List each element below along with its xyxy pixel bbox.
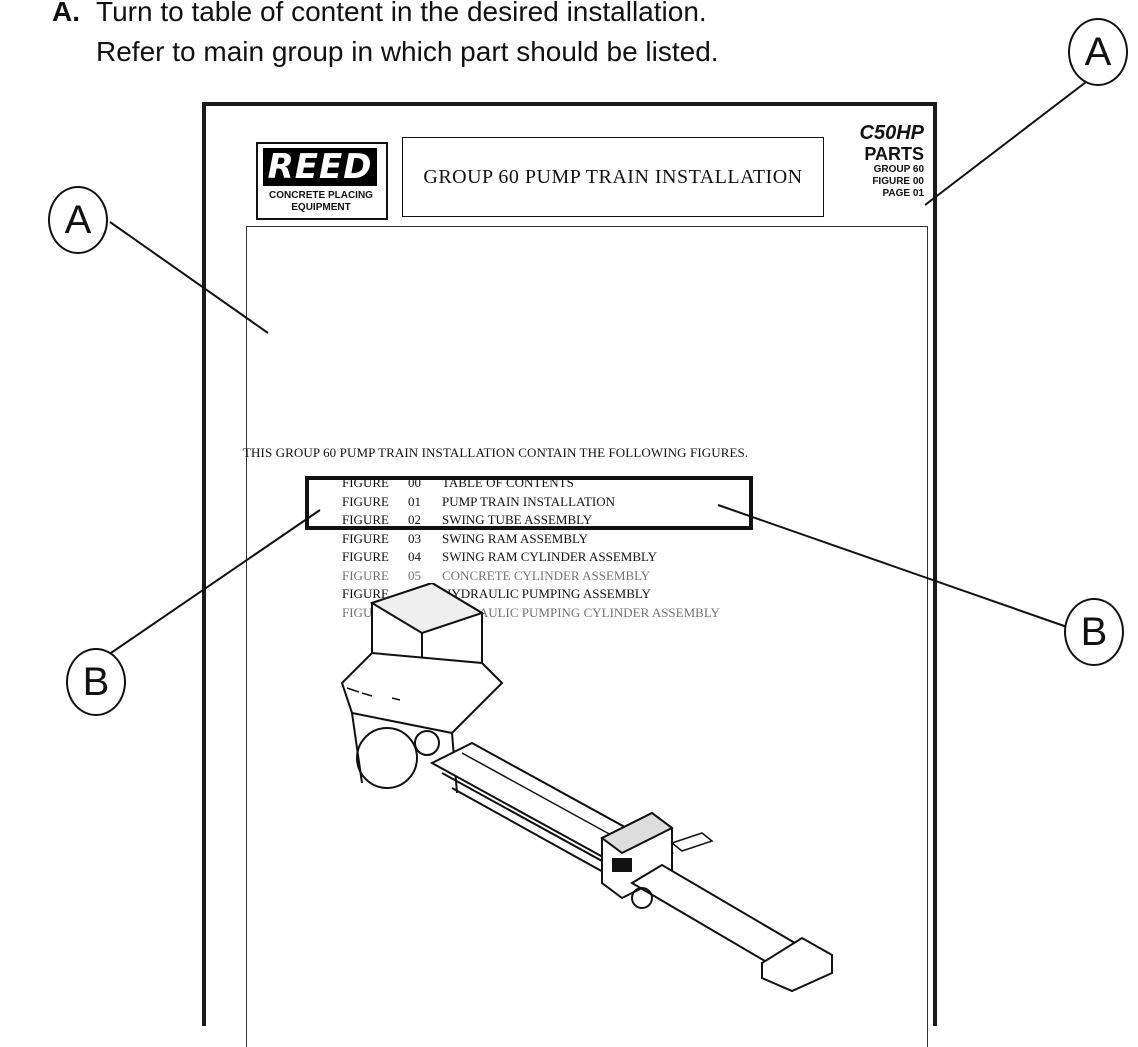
logo-wordmark: REED [263,148,377,186]
logo-tagline-2: EQUIPMENT [291,202,351,213]
page-title-box: GROUP 60 PUMP TRAIN INSTALLATION [402,137,824,217]
page-title: GROUP 60 PUMP TRAIN INSTALLATION [423,165,803,188]
figure-number: FIGURE 00 [872,176,924,187]
group-number: GROUP 60 [873,164,924,175]
figure-description: HYDRAULIC PUMPING CYLINDER ASSEMBLY [442,604,720,620]
intro-text: THIS GROUP 60 PUMP TRAIN INSTALLATION CO… [243,445,749,460]
parts-label: PARTS [864,144,924,164]
figure-description: CONCRETE CYLINDER ASSEMBLY [442,567,651,583]
figure-description: HYDRAULIC PUMPING ASSEMBLY [442,586,651,602]
figure-description: PUMP TRAIN INSTALLATION [442,493,616,509]
figure-number: 01 [408,493,421,509]
figure-description: SWING TUBE ASSEMBLY [442,512,593,528]
logo-tagline-1: CONCRETE PLACING [269,190,373,201]
figure-label: FIGURE [342,493,389,509]
list-item[interactable]: FIGURE 02 SWING TUBE ASSEMBLY [342,511,720,530]
instruction: A. Turn to table of content in the desire… [52,0,719,72]
figure-number: 03 [408,530,421,546]
list-item[interactable]: FIGURE 04 SWING RAM CYLINDER ASSEMBLY [342,548,720,567]
list-item[interactable]: FIGURE 03 SWING RAM ASSEMBLY [342,530,720,549]
figure-label: FIGURE [342,549,389,565]
logo-tagline: CONCRETE PLACING EQUIPMENT [260,190,382,214]
figure-label: FIGURE [342,512,389,528]
figure-number: 02 [408,512,421,528]
page-number: PAGE 01 [882,188,925,199]
list-item[interactable]: FIGURE 01 PUMP TRAIN INSTALLATION [342,493,720,512]
list-item-highlighted[interactable]: FIGURE 06 HYDRAULIC PUMPING ASSEMBLY [342,585,720,604]
instruction-line-2: Refer to main group in which part should… [96,36,719,67]
figure-label: FIGURE [342,567,389,583]
figure-description: SWING RAM CYLINDER ASSEMBLY [442,549,658,565]
callout-a-left: A [48,186,108,254]
pump-train-icon [340,583,833,993]
highlight-box [305,476,753,530]
reed-logo: REED CONCRETE PLACING EQUIPMENT [256,142,388,220]
leader-a-right [924,81,1087,206]
callout-a-right: A [1068,18,1128,86]
callout-b-left: B [66,648,126,716]
figure-label: FIGURE [342,586,389,602]
figure-number: 05 [408,567,421,583]
page-meta: C50HP PARTS GROUP 60 FIGURE 00 PAGE 01 [824,122,924,200]
model-number: C50HP [859,122,924,144]
instruction-line-1: Turn to table of content in the desired … [96,0,707,27]
callout-b-right: B [1064,598,1124,666]
figure-number: 04 [408,549,421,565]
figure-description: SWING RAM ASSEMBLY [442,530,589,546]
figure-label: FIGURE [342,530,389,546]
list-item[interactable]: FIGURE 05 CONCRETE CYLINDER ASSEMBLY [342,567,720,586]
instruction-letter: A. [52,0,80,27]
